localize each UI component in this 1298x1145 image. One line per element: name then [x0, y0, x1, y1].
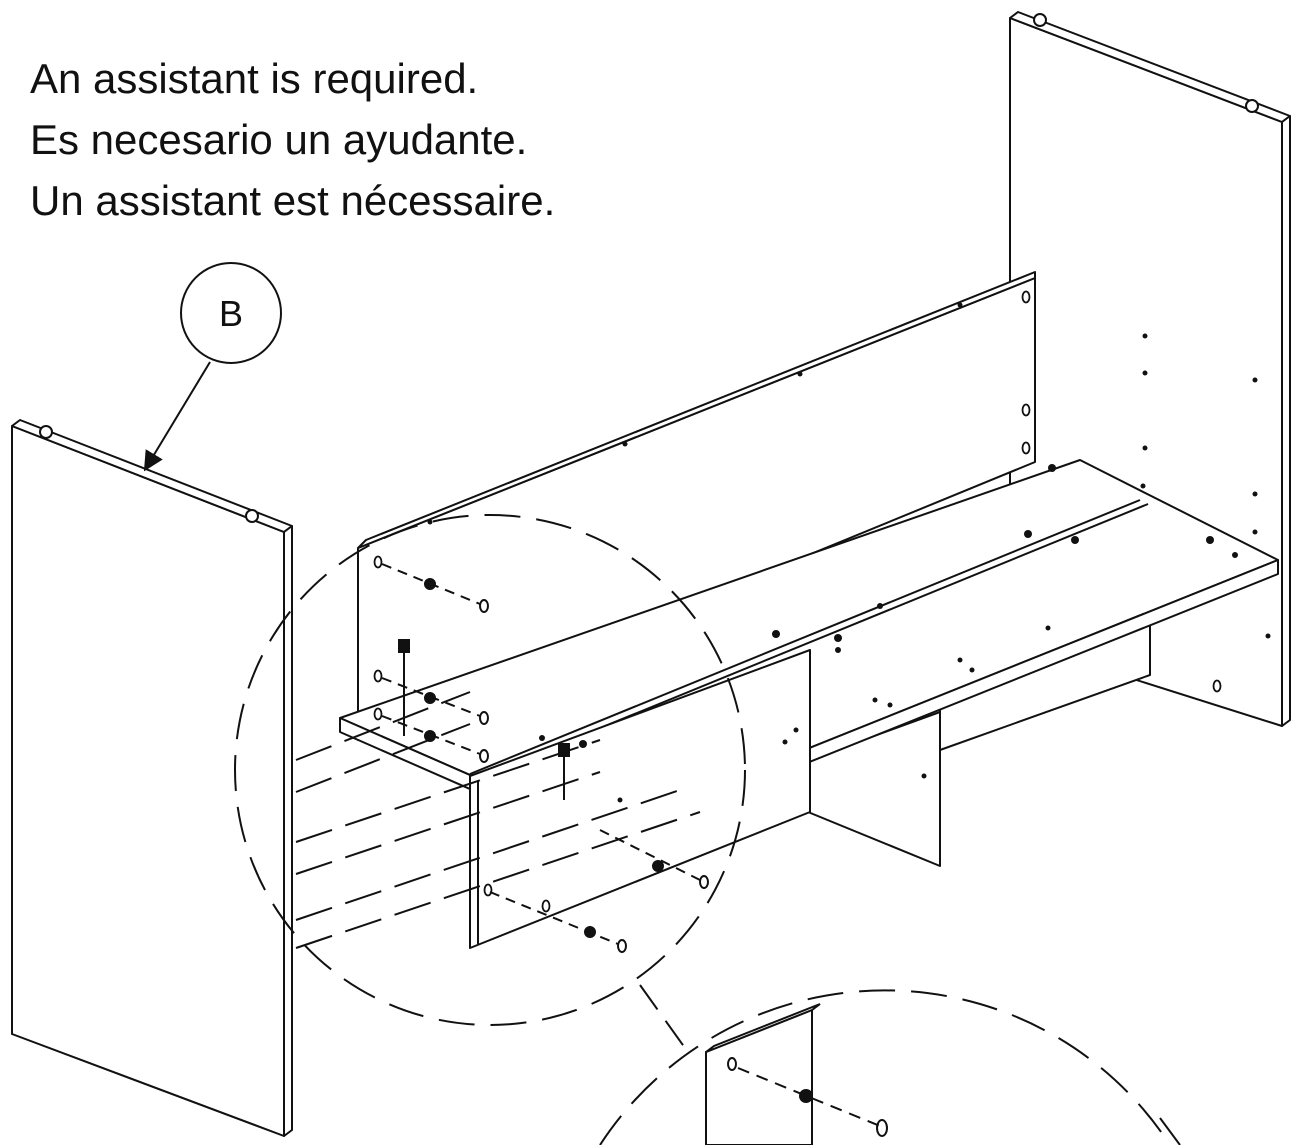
part-label-circle	[180, 262, 282, 364]
alignment-lines	[295, 691, 701, 949]
instruction-french: Un assistant est nécessaire.	[30, 177, 556, 224]
front-lower-panel	[469, 649, 811, 949]
cam-holes	[373, 290, 1222, 913]
cam-bolts	[381, 563, 709, 953]
back-panel	[357, 271, 1036, 741]
assembly-instructions: An assistant is required. Es necesario u…	[30, 48, 555, 231]
instruction-spanish: Es necesario un ayudante.	[30, 116, 528, 163]
part-label-callout: B	[143, 262, 282, 472]
detail-circle	[234, 514, 746, 1026]
enlarged-detail	[599, 989, 1181, 1145]
left-side-panel	[11, 419, 293, 1137]
panel-holes	[427, 302, 1271, 803]
detail-leader	[639, 984, 691, 1056]
part-label-arrow	[143, 361, 211, 472]
part-label-b: B	[219, 293, 243, 334]
instruction-english: An assistant is required.	[30, 55, 479, 102]
